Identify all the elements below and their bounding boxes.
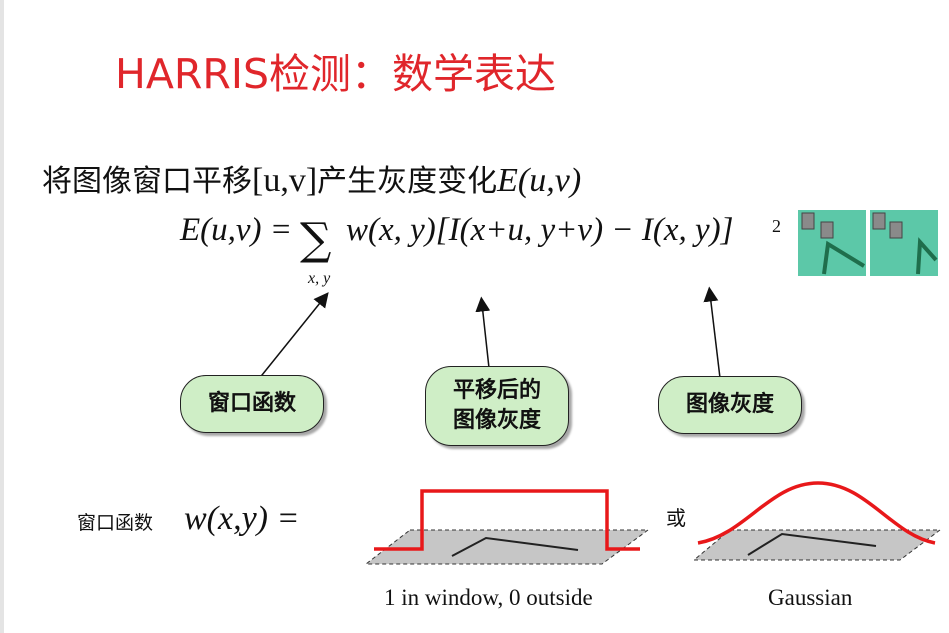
formula-body-text: w(x, y)[I(x+u, y+v) − I(x, y)] bbox=[346, 212, 734, 248]
summation-sign: ∑ bbox=[300, 214, 332, 265]
formula-body: w(x, y)[I(x+u, y+v) − I(x, y)] bbox=[346, 212, 733, 249]
box-window-graph bbox=[364, 489, 650, 565]
callout-shifted-intensity: 平移后的 图像灰度 bbox=[425, 366, 569, 446]
callout-shifted-intensity-line2: 图像灰度 bbox=[452, 408, 541, 433]
callout-window-function: 窗口函数 bbox=[180, 375, 324, 433]
subtitle-text-2: 产生灰度变化 bbox=[317, 164, 498, 199]
summation-subscript: x, y bbox=[308, 270, 331, 287]
callout-intensity: 图像灰度 bbox=[658, 376, 802, 434]
window-thumbnail-2 bbox=[870, 210, 938, 276]
window-thumbnail-1 bbox=[798, 210, 866, 276]
formula-exponent: 2 bbox=[772, 216, 781, 236]
subtitle: 将图像窗口平移[u,v]产生灰度变化E(u,v) bbox=[42, 156, 581, 200]
subtitle-energy: E(u,v) bbox=[497, 162, 582, 199]
slide-title: HARRIS检测：数学表达 bbox=[115, 50, 556, 98]
subtitle-shift: [u,v] bbox=[252, 162, 318, 199]
subtitle-text: 将图像窗口平移 bbox=[42, 164, 252, 199]
arrow-shifted-intensity bbox=[475, 296, 491, 369]
formula-lhs: E(u,v) = bbox=[180, 212, 292, 249]
window-function-expression-text: w(x,y) = bbox=[184, 500, 300, 537]
arrow-window-function bbox=[257, 292, 329, 381]
callout-window-function-label: 窗口函数 bbox=[207, 391, 296, 416]
window-function-expression: w(x,y) = bbox=[184, 500, 299, 538]
arrow-intensity bbox=[703, 286, 721, 379]
gaussian-window-graph bbox=[692, 481, 942, 561]
callout-shifted-intensity-line1: 平移后的 bbox=[452, 378, 541, 403]
caption-box-window: 1 in window, 0 outside bbox=[384, 585, 593, 610]
caption-gaussian: Gaussian bbox=[768, 585, 853, 610]
slide-edge bbox=[0, 0, 4, 633]
callout-intensity-label: 图像灰度 bbox=[685, 392, 774, 417]
formula-lhs-text: E(u,v) = bbox=[180, 212, 293, 248]
window-function-label: 窗口函数 bbox=[77, 512, 154, 534]
or-label: 或 bbox=[666, 506, 686, 530]
